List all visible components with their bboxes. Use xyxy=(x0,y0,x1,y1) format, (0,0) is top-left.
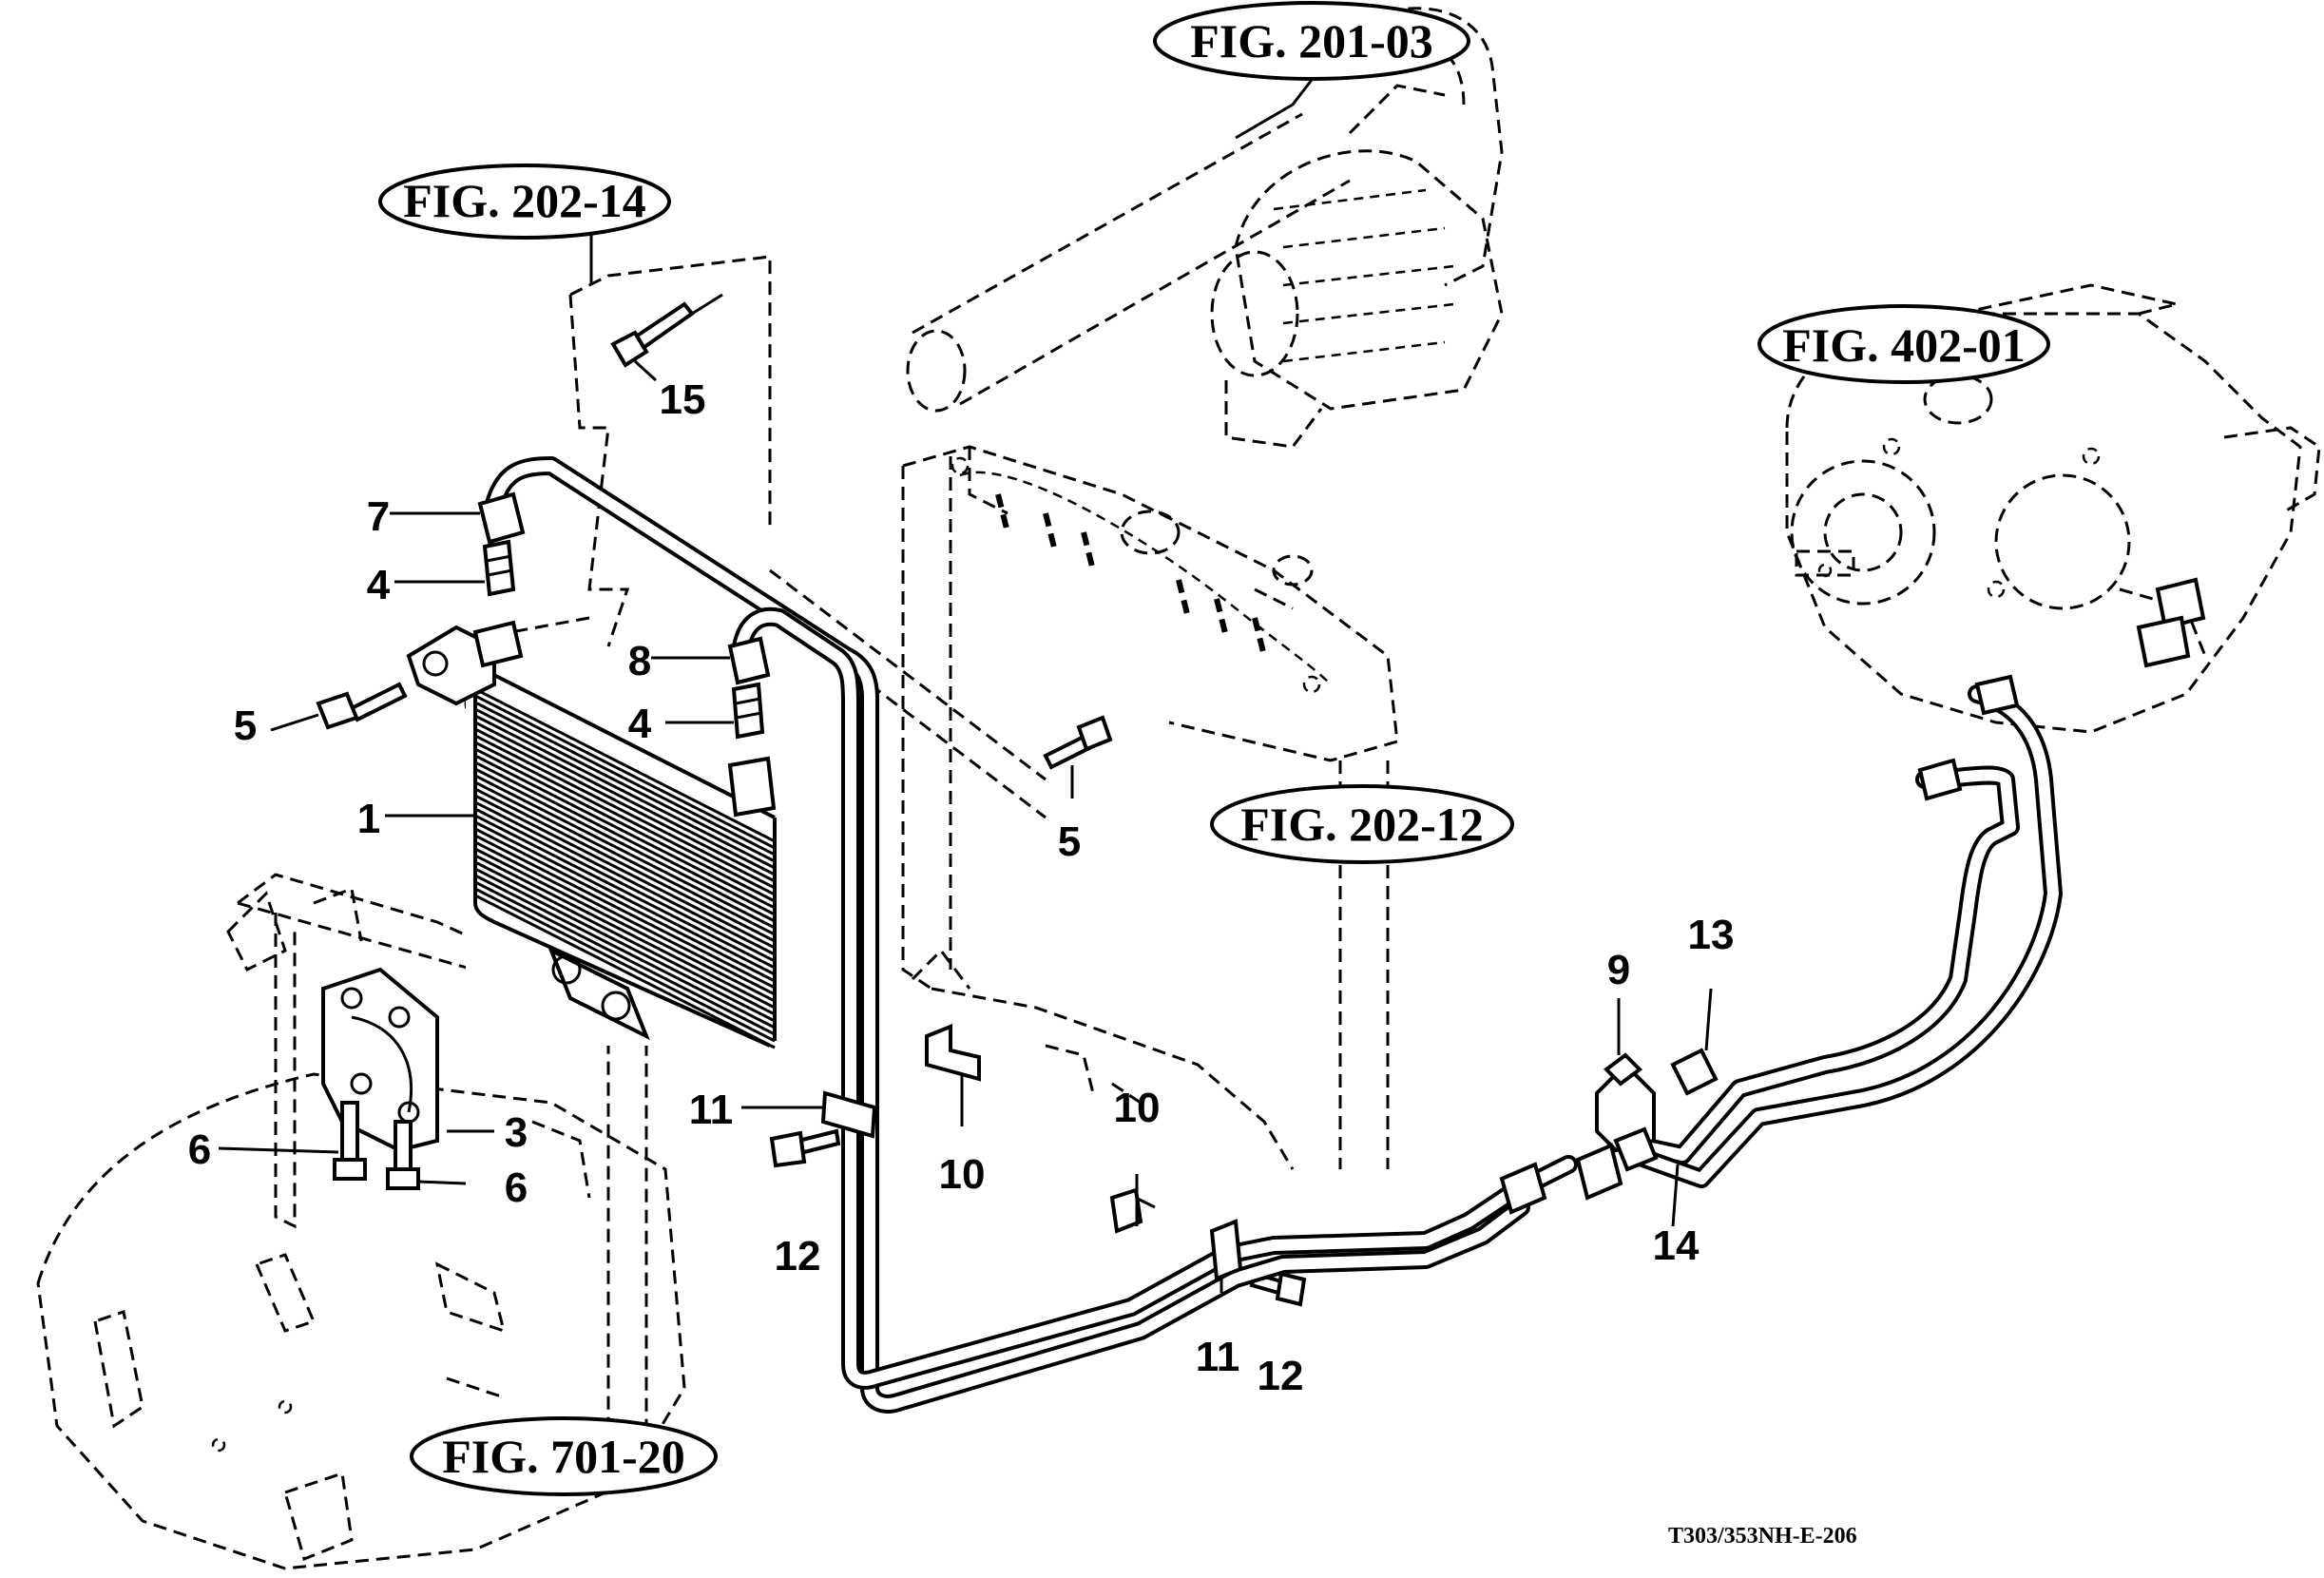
callout-11-right: 11 xyxy=(1196,1334,1240,1380)
cooler-fin xyxy=(474,887,776,1049)
svg-text:FIG. 202-12: FIG. 202-12 xyxy=(1240,798,1484,851)
fitting-8 xyxy=(727,636,771,740)
svg-text:FIG. 701-20: FIG. 701-20 xyxy=(442,1430,685,1483)
cooler-fins xyxy=(474,687,776,1049)
nut-13 xyxy=(1670,1048,1719,1096)
nut-lower-mid xyxy=(1499,1143,1623,1215)
cooler-fin xyxy=(474,767,776,930)
bolt-12-left xyxy=(769,1128,841,1168)
cooler-fin xyxy=(474,741,776,903)
cooler-fin xyxy=(474,727,776,890)
callout-labels: 15 7 4 8 5 4 1 5 3 6 6 11 10 12 10 11 12… xyxy=(188,376,1735,1399)
tee-fitting-9 xyxy=(1595,1052,1656,1153)
callout-3: 3 xyxy=(505,1109,528,1156)
fig-ref-202-14[interactable]: FIG. 202-14 xyxy=(378,164,671,240)
clamp-11-right xyxy=(1209,1219,1243,1281)
callout-6-left: 6 xyxy=(188,1126,211,1173)
callout-14: 14 xyxy=(1653,1222,1700,1269)
cooler-fin xyxy=(474,874,776,1036)
callout-12-right: 12 xyxy=(1258,1353,1304,1399)
fig-ref-701-20[interactable]: FIG. 701-20 xyxy=(410,1416,718,1496)
cooler-fin xyxy=(474,754,776,916)
fitting-cooler-outlet xyxy=(727,756,777,818)
oil-cooler-lines xyxy=(485,456,2063,1414)
context-radiator xyxy=(901,445,1399,1170)
cooler-fin xyxy=(474,780,776,943)
cooler-fin xyxy=(474,847,776,1010)
callout-9: 9 xyxy=(1607,947,1630,993)
callout-6-right: 6 xyxy=(505,1164,528,1211)
callout-5-mid: 5 xyxy=(1058,818,1081,865)
cooler-fin xyxy=(474,714,776,876)
callout-11-left: 11 xyxy=(689,1087,734,1133)
callout-4-upper: 4 xyxy=(367,562,391,608)
cooler-fin xyxy=(474,834,776,996)
callout-12-left: 12 xyxy=(775,1233,821,1280)
clamp-10-right xyxy=(1109,1187,1156,1234)
cooler-fin xyxy=(474,860,776,1023)
cooler-fin xyxy=(474,820,776,983)
callout-7: 7 xyxy=(367,493,390,540)
svg-text:FIG. 202-14: FIG. 202-14 xyxy=(403,174,646,227)
callout-5-left: 5 xyxy=(234,702,257,749)
svg-text:FIG. 201-03: FIG. 201-03 xyxy=(1190,14,1433,67)
bolt-5-mid xyxy=(1043,715,1113,770)
mounting-bracket xyxy=(321,967,439,1190)
callout-8: 8 xyxy=(628,638,651,684)
clamp-10-left xyxy=(925,1024,981,1082)
callout-1: 1 xyxy=(357,796,380,842)
nut-14 xyxy=(1613,1126,1659,1172)
callout-15: 15 xyxy=(660,376,706,423)
svg-text:FIG. 402-01: FIG. 402-01 xyxy=(1782,318,2026,372)
fig-ref-402-01[interactable]: FIG. 402-01 xyxy=(1757,304,2050,384)
cooler-fin xyxy=(474,701,776,863)
cooler-fin xyxy=(474,794,776,956)
callout-4-lower: 4 xyxy=(628,701,652,747)
cooler-fin xyxy=(474,807,776,970)
bolt-15 xyxy=(610,293,723,368)
fig-ref-202-12[interactable]: FIG. 202-12 xyxy=(1210,784,1514,864)
fig-ref-201-03[interactable]: FIG. 201-03 xyxy=(1153,1,1470,81)
context-engine-air-cleaner xyxy=(906,7,1504,449)
drawing-number: T303/353NH-E-206 xyxy=(1668,1524,1857,1549)
callout-10-right: 10 xyxy=(1114,1085,1161,1131)
nut-transmission xyxy=(1917,577,2206,801)
oil-cooler xyxy=(406,625,779,1049)
cooler-fin xyxy=(474,687,776,850)
callout-13: 13 xyxy=(1688,912,1735,958)
bolt-5-left xyxy=(316,682,408,730)
callout-10-left: 10 xyxy=(939,1151,986,1198)
fitting-cooler-inlet xyxy=(472,620,524,668)
fitting-7 xyxy=(477,491,526,597)
clamp-11-left xyxy=(820,1090,877,1139)
